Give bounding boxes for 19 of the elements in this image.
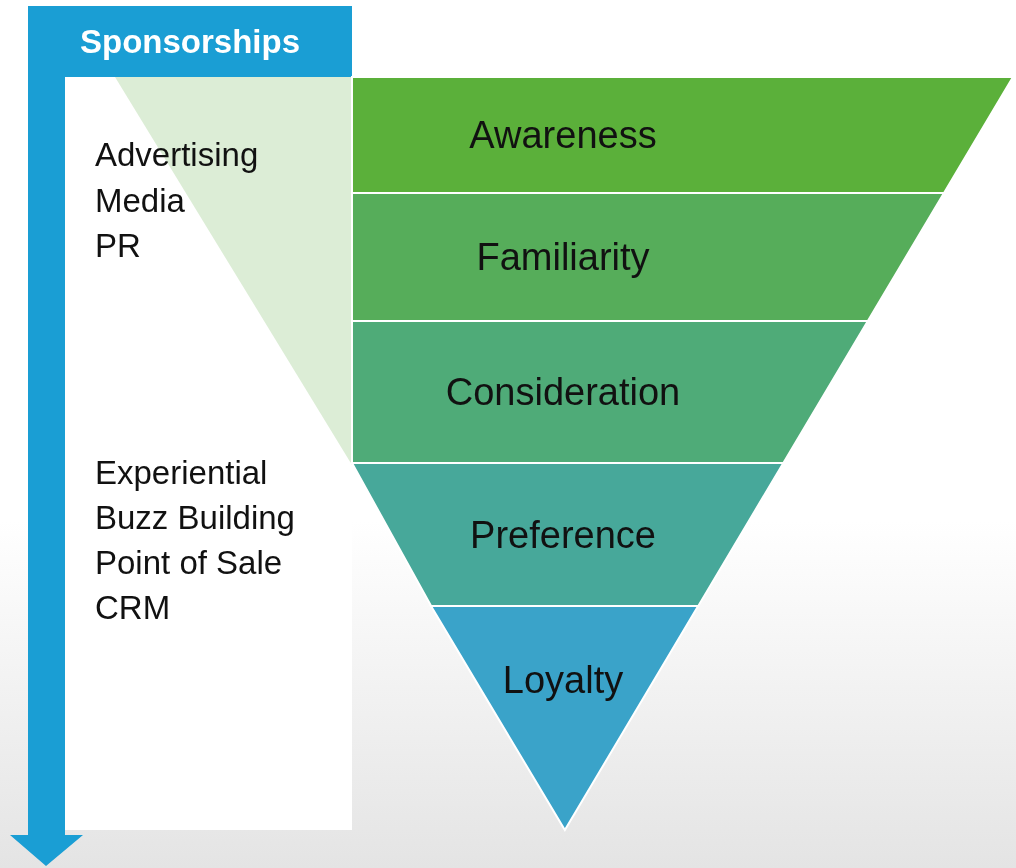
channel-label: Advertising [95,135,259,175]
funnel-band [352,193,944,321]
stage-label: Awareness [469,113,657,157]
header-tab [28,6,352,77]
channel-label: Point of Sale [95,543,283,583]
header-title: Sponsorships [80,22,300,61]
channel-label: PR [95,226,141,266]
funnel-band [352,463,784,606]
stage-label: Consideration [445,370,681,414]
stage-label: Familiarity [476,235,650,279]
channel-label: Media [95,181,185,221]
channel-label: CRM [95,588,171,628]
stage-label: Preference [470,513,656,556]
channel-label: Experiential [95,453,268,493]
stage-label: Loyalty [502,658,624,702]
channel-label: Buzz Building [95,498,295,538]
funnel-band [352,321,868,463]
funnel-band [431,606,699,830]
funnel-band [352,77,1013,193]
